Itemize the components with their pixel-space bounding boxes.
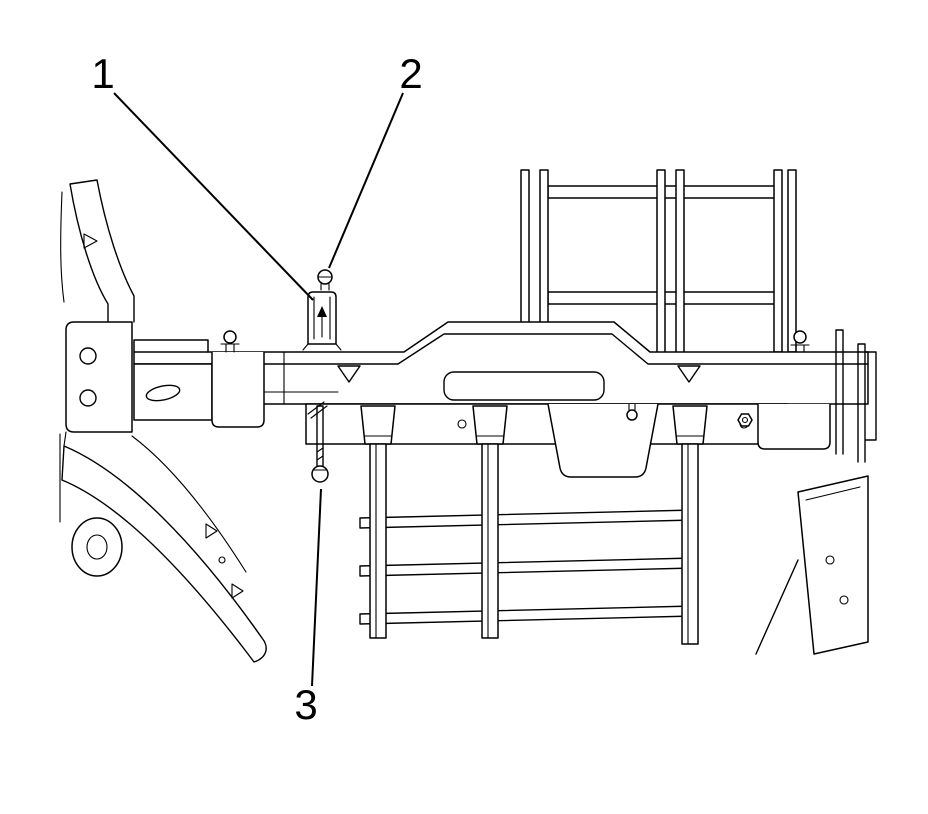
callout-leader-2: [328, 92, 404, 269]
left-bracket: [65, 321, 133, 433]
mount-block: [211, 352, 265, 428]
panel-hole: [839, 595, 849, 605]
callout-label-1: 1: [91, 50, 114, 97]
crossmember-crease: [263, 351, 339, 405]
bushing-inner: [86, 534, 108, 560]
ladder-rung: [359, 605, 695, 625]
bushing: [71, 517, 123, 577]
crossbar-end-detail: [307, 401, 328, 419]
bracket-hole: [79, 347, 97, 365]
callout-leader-1: [113, 92, 314, 301]
arm-outline: [61, 445, 267, 663]
rod-shaft: [481, 443, 499, 639]
support-rod: [472, 405, 508, 639]
arm-hole: [218, 556, 226, 564]
rod-detail: [476, 435, 504, 639]
bolt-detail: [318, 276, 332, 291]
rail-bolt-shaft: [790, 344, 810, 353]
rail-triangle-hole: [83, 233, 98, 249]
bolt-part-2: [317, 269, 333, 291]
arm-inner-edge: [59, 431, 247, 573]
support-tube: [787, 169, 797, 353]
bolt-threads: [316, 447, 324, 461]
rail-inner-edge: [60, 191, 65, 303]
rail-bolt-head: [793, 330, 807, 344]
retainer-part-1: [302, 291, 342, 351]
lower-control-arm: [59, 431, 267, 663]
ladder-rung: [359, 557, 695, 577]
support-rod: [672, 405, 708, 645]
rod-shaft: [681, 443, 699, 645]
center-mount-bolt-shaft: [628, 403, 636, 411]
retainer-detail: [302, 296, 342, 351]
rod-shaft: [369, 443, 387, 639]
ladder-rung: [359, 509, 695, 529]
crossbar-hole: [457, 419, 467, 429]
arm-marks: [205, 523, 244, 599]
callout-label-2: 2: [399, 50, 422, 97]
bracket-hole: [79, 389, 97, 407]
mount-bolt-head: [223, 330, 237, 344]
left-body-mount: [211, 330, 265, 428]
ladder-frame: [359, 509, 695, 625]
support-tube: [675, 169, 685, 355]
rod-detail: [364, 435, 392, 639]
bolt-head: [311, 465, 329, 483]
right-bracket: [757, 404, 831, 450]
alignment-mark-left: [337, 365, 361, 383]
crossmember-left-arm: [133, 363, 213, 421]
mount-bolt-shaft: [220, 343, 240, 353]
support-rods: [360, 405, 708, 645]
center-mount: [547, 403, 659, 478]
rod-clamp: [672, 405, 708, 445]
rail-curves: [69, 179, 135, 323]
right-end-members: [835, 329, 877, 463]
panel-edge: [805, 486, 861, 501]
callout-leader-3: [311, 488, 322, 687]
crossmember-flange-line: [133, 333, 869, 365]
slot-hole: [145, 384, 181, 402]
callout-layer: 1 2 3: [91, 50, 422, 728]
bolt-part-3: [311, 405, 329, 483]
left-frame-rail: [60, 179, 135, 433]
rod-clamp: [360, 405, 396, 445]
panel-brace: [755, 559, 799, 655]
direction-arrow-head: [317, 306, 327, 317]
callout-label-3: 3: [294, 681, 317, 728]
support-tube: [773, 169, 783, 353]
hex-bolt-center: [741, 416, 749, 424]
panel-hole: [825, 555, 835, 565]
center-mount-bolt: [626, 409, 638, 421]
center-mount-body: [547, 403, 659, 478]
support-tube: [656, 169, 666, 355]
hex-bolt: [737, 413, 753, 427]
right-frame-rail: [737, 329, 877, 463]
support-rod: [360, 405, 396, 639]
front-crossmember: [133, 321, 869, 421]
rod-detail: [676, 435, 704, 645]
lower-right-panel: [755, 475, 869, 655]
panel-body: [797, 475, 869, 655]
alignment-mark-right: [677, 365, 701, 383]
crossmember-opening: [443, 371, 605, 401]
rod-clamp: [472, 405, 508, 445]
